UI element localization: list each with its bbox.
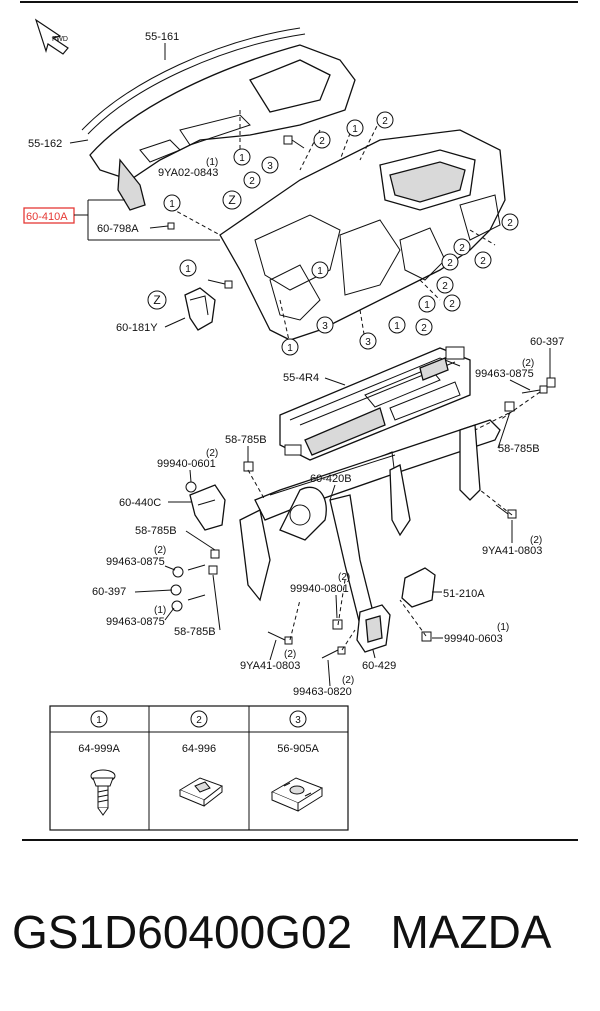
legend-part-3: 56-905A — [277, 743, 319, 755]
legend-part-1: 64-999A — [78, 743, 120, 755]
svg-text:2: 2 — [507, 218, 513, 229]
svg-text:2: 2 — [449, 299, 455, 310]
footer-brand: MAZDA — [390, 906, 552, 958]
bolt-9ya02 — [283, 135, 305, 149]
svg-text:3: 3 — [322, 321, 328, 332]
label-51-210a: 51-210A — [443, 588, 485, 600]
label-99940-0801: 99940-0801 — [290, 583, 349, 595]
label-99463-0875-low-qty: (1) — [154, 605, 166, 616]
label-60-397-mid: 60-397 — [92, 586, 126, 598]
svg-text:2: 2 — [480, 256, 486, 267]
instrument-panel — [219, 129, 506, 341]
label-9ya41-0803-right: 9YA41-0803 — [482, 545, 542, 557]
label-60-440c: 60-440C — [119, 497, 161, 509]
svg-text:1: 1 — [185, 264, 191, 275]
legend-header-1: 1 — [96, 715, 102, 726]
label-60-397-top: 60-397 — [530, 336, 564, 348]
svg-text:2: 2 — [319, 136, 325, 147]
nut-clip-56-905a-icon — [270, 777, 324, 812]
label-9ya02-qty: (1) — [206, 157, 218, 168]
svg-text:1: 1 — [317, 266, 323, 277]
label-60-181y: 60-181Y — [116, 322, 158, 334]
label-58-785b-topleft: 58-785B — [225, 434, 267, 446]
label-58-785b-right: 58-785B — [498, 443, 540, 455]
bolt-small-1 — [207, 279, 233, 289]
svg-text:2: 2 — [442, 281, 448, 292]
fasteners-lower — [170, 377, 556, 659]
svg-text:3: 3 — [267, 161, 273, 172]
svg-text:1: 1 — [239, 153, 245, 164]
part-51-210a — [401, 567, 436, 608]
leader-lines-lower — [247, 391, 541, 651]
svg-text:2: 2 — [382, 116, 388, 127]
svg-text:Z: Z — [153, 293, 160, 307]
label-9ya41-low-qty: (2) — [284, 649, 296, 660]
label-99463-0875-top-qty: (2) — [522, 358, 534, 369]
footer-part-number: GS1D60400G02 — [12, 906, 353, 958]
label-99463-0875-mid: 99463-0875 — [106, 556, 165, 568]
fwd-label: FWD — [52, 36, 68, 43]
footer-text: GS1D60400G02 MAZDA — [12, 905, 551, 959]
legend-table: 1 2 3 64-999A 64-996 56-905A — [49, 705, 349, 831]
svg-text:2: 2 — [459, 243, 465, 254]
label-58-785b-low: 58-785B — [174, 626, 216, 638]
svg-text:1: 1 — [424, 300, 430, 311]
cross-member — [239, 419, 501, 626]
label-9ya41-0803-low: 9YA41-0803 — [240, 660, 300, 672]
bracket-60-440c — [189, 484, 226, 531]
legend-header-3: 3 — [295, 715, 301, 726]
label-9ya41-right-qty: (2) — [530, 535, 542, 546]
legend-header-2: 2 — [196, 715, 202, 726]
svg-text:1: 1 — [394, 321, 400, 332]
label-99940-0601-qty: (2) — [206, 448, 218, 459]
part-60-429 — [356, 604, 391, 653]
label-99940-0801-qty: (2) — [338, 572, 350, 583]
label-60-429: 60-429 — [362, 660, 396, 672]
label-99463-0875-mid-qty: (2) — [154, 545, 166, 556]
label-99463-0820-qty: (2) — [342, 675, 354, 686]
svg-text:2: 2 — [249, 176, 255, 187]
svg-text:1: 1 — [352, 124, 358, 135]
screw-64-999a-icon — [90, 769, 116, 816]
label-99463-0820: 99463-0820 — [293, 686, 352, 698]
label-99940-0601: 99940-0601 — [157, 458, 216, 470]
label-55-4r4: 55-4R4 — [283, 372, 319, 384]
label-55-162: 55-162 — [28, 138, 62, 150]
label-60-410a: 60-410A — [26, 211, 68, 223]
label-9ya02-0843: 9YA02-0843 — [158, 167, 218, 179]
glove-box-lid — [279, 346, 471, 461]
svg-text:Z: Z — [228, 193, 235, 207]
labels-lower: 60-397 (2) 99463-0875 58-785B 58-785B (2… — [92, 336, 564, 698]
label-58-785b-mid: 58-785B — [135, 525, 177, 537]
fwd-arrow-icon: FWD — [34, 18, 69, 55]
label-60-420b: 60-420B — [310, 473, 352, 485]
svg-text:3: 3 — [365, 337, 371, 348]
svg-text:2: 2 — [447, 258, 453, 269]
svg-text:2: 2 — [421, 323, 427, 334]
svg-text:1: 1 — [287, 343, 293, 354]
label-60-798a: 60-798A — [97, 223, 139, 235]
label-99463-0875-low: 99463-0875 — [106, 616, 165, 628]
callouts-upper: 1 2 2 1 3 2 Z 1 2 2 2 2 2 2 1 2 1 1 3 3 … — [147, 111, 519, 356]
legend-part-2: 64-996 — [182, 743, 216, 755]
screw-60-798a — [149, 222, 175, 230]
label-99940-0603-qty: (1) — [497, 622, 509, 633]
clip-60-181y — [184, 287, 216, 331]
dashboard-upper-panel — [81, 27, 356, 211]
footer: GS1D60400G02 MAZDA — [0, 905, 600, 975]
label-99940-0603: 99940-0603 — [444, 633, 503, 645]
labels-upper: 55-161 55-162 (1) 9YA02-0843 60-410A 60-… — [23, 31, 220, 334]
label-55-161: 55-161 — [145, 31, 179, 43]
svg-text:1: 1 — [169, 199, 175, 210]
clip-64-996-icon — [178, 777, 224, 807]
label-99463-0875-top: 99463-0875 — [475, 368, 534, 380]
